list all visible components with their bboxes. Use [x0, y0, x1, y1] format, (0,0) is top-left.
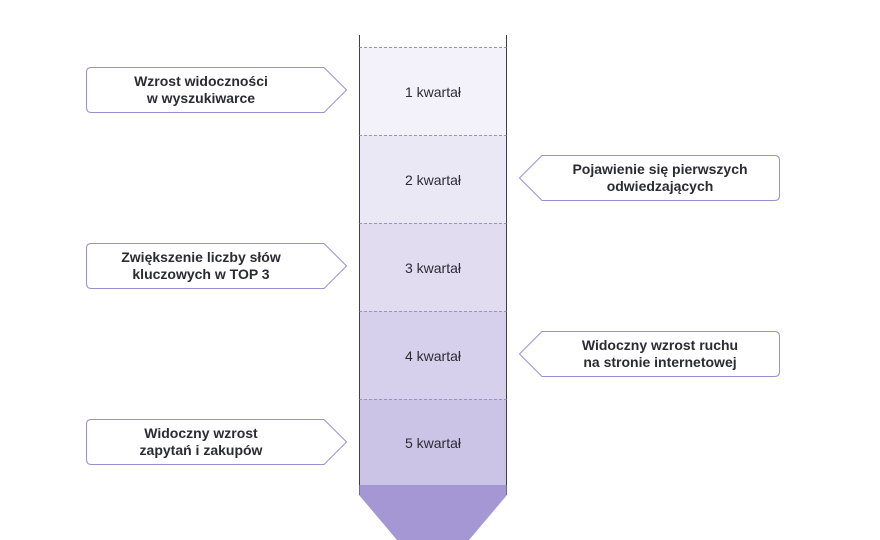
- callout-right-1-line1: Pojawienie się pierwszych: [572, 161, 748, 177]
- quarter-2-segment: 2 kwartał: [359, 135, 507, 223]
- callout-right-1-line2: odwiedzających: [606, 178, 714, 194]
- quarter-3-label: 3 kwartał: [404, 259, 462, 276]
- callout-right-2-line2: na stronie internetowej: [583, 354, 737, 370]
- callout-left-3-line2: zapytań i zakupów: [139, 442, 263, 458]
- quarter-4-segment: 4 kwartał: [359, 311, 507, 399]
- callout-left-2-line1: Zwiększenie liczby słów: [121, 249, 281, 265]
- quarter-1-segment: 1 kwartał: [359, 47, 507, 135]
- callout-left-3-line1: Widoczny wzrost: [144, 425, 258, 441]
- callout-right-2-line1: Widoczny wzrost ruchu: [581, 337, 739, 353]
- quarter-2-label: 2 kwartał: [404, 171, 462, 188]
- timeline-column: 1 kwartał 2 kwartał 3 kwartał 4 kwartał …: [359, 35, 507, 540]
- quarter-3-segment: 3 kwartał: [359, 223, 507, 311]
- quarter-1-label: 1 kwartał: [404, 83, 462, 100]
- callout-left-1-line2: w wyszukiwarce: [146, 90, 256, 106]
- arrow-tip: [359, 485, 507, 540]
- quarter-5-label: 5 kwartał: [404, 434, 462, 451]
- column-top-cap: [359, 35, 507, 47]
- quarter-5-segment: 5 kwartał: [359, 399, 507, 485]
- callout-left-2-line2: kluczowych w TOP 3: [132, 266, 270, 282]
- quarter-4-label: 4 kwartał: [404, 347, 462, 364]
- callout-left-1-line1: Wzrost widoczności: [134, 73, 268, 89]
